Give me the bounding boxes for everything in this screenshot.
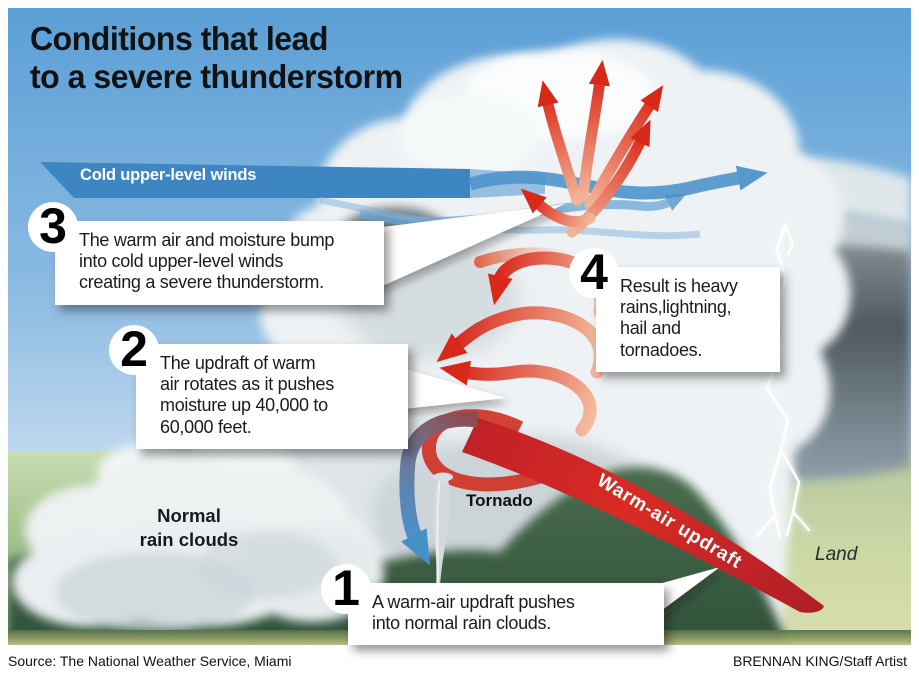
- page-title: Conditions that lead to a severe thunder…: [30, 20, 403, 96]
- tornado-label: Tornado: [466, 491, 533, 510]
- cold-winds-label: Cold upper-level winds: [80, 166, 257, 184]
- callout-text: The updraft of warm air rotates as it pu…: [160, 353, 334, 437]
- step-number-badge: 1: [321, 563, 371, 614]
- callout-text: A warm-air updraft pushes into normal ra…: [372, 592, 575, 634]
- normal-rain-clouds: [12, 438, 384, 632]
- tornado-funnel-icon: [432, 472, 453, 589]
- artist-credit: BRENNAN KING/Staff Artist: [732, 653, 907, 669]
- wind-label-band: [40, 162, 470, 198]
- pointer-callout-3: [351, 204, 565, 300]
- callout-text: Result is heavy rains,lightning, hail an…: [620, 276, 738, 360]
- land-label: Land: [815, 544, 858, 565]
- normal-rain-clouds-label: Normal rain clouds: [139, 505, 239, 551]
- warm-air-updraft-band: [399, 409, 824, 613]
- callout-text: The warm air and moisture bump into cold…: [79, 230, 335, 293]
- step-number-badge: 4: [569, 247, 619, 298]
- callout-step-1: 1 A warm-air updraft pushes into normal …: [321, 563, 664, 646]
- updraft-outflow-arrows-icon: [520, 59, 664, 238]
- callout-step-2: 2 The updraft of warm air rotates as it …: [109, 324, 408, 449]
- step-number-badge: 2: [109, 324, 159, 375]
- callout-step-4: 4 Result is heavy rains,lightning, hail …: [569, 247, 780, 372]
- callout-step-3: 3 The warm air and moisture bump into co…: [28, 201, 384, 305]
- step-number-badge: 3: [28, 201, 78, 252]
- source-credit: Source: The National Weather Service, Mi…: [8, 653, 292, 669]
- downdraft-curl-arrow-icon: [399, 411, 479, 566]
